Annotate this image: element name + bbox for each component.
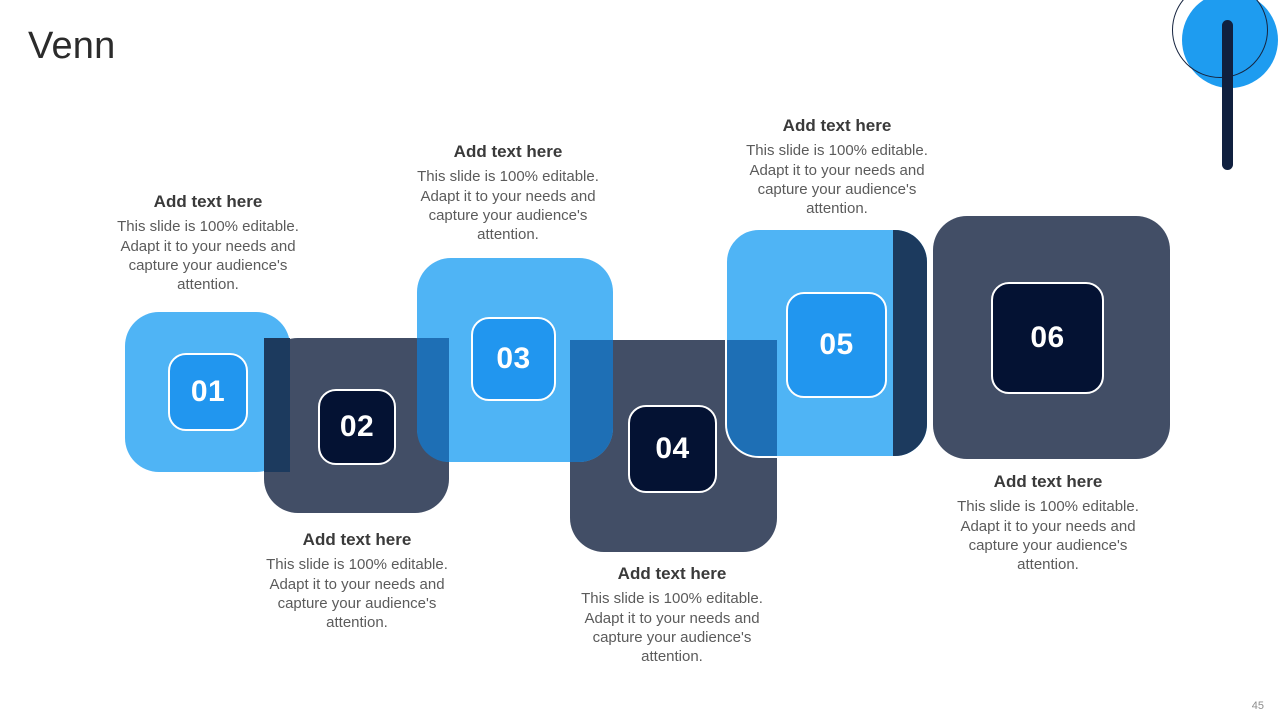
step-body-06: This slide is 100% editable. Adapt it to… — [957, 498, 1139, 573]
overlap-blend-02-03 — [417, 338, 449, 462]
step-badge-02[interactable]: 02 — [318, 389, 396, 465]
step-body-03: This slide is 100% editable. Adapt it to… — [417, 168, 599, 243]
step-heading-02: Add text here — [302, 530, 412, 549]
overlap-blend-01-02-corner — [264, 440, 290, 472]
corner-decoration — [1160, 0, 1280, 200]
step-body-01: This slide is 100% editable. Adapt it to… — [117, 218, 299, 293]
overlap-blend-03-04 — [570, 340, 613, 462]
step-badge-03[interactable]: 03 — [471, 317, 556, 401]
overlap-blend-04-05 — [727, 340, 777, 456]
step-heading-03: Add text here — [453, 142, 563, 161]
page-title: Venn — [28, 25, 116, 67]
step-text-01: Add text here This slide is 100% editabl… — [108, 192, 308, 294]
step-heading-06: Add text here — [993, 472, 1103, 491]
decoration-vertical-bar — [1222, 20, 1233, 170]
step-badge-06[interactable]: 06 — [991, 282, 1104, 394]
step-badge-01[interactable]: 01 — [168, 353, 248, 431]
step-text-03: Add text here This slide is 100% editabl… — [408, 142, 608, 244]
step-body-04: This slide is 100% editable. Adapt it to… — [581, 590, 763, 665]
step-text-04: Add text here This slide is 100% editabl… — [572, 564, 772, 666]
step-body-02: This slide is 100% editable. Adapt it to… — [266, 556, 448, 631]
step-badge-05[interactable]: 05 — [786, 292, 887, 398]
step-text-06: Add text here This slide is 100% editabl… — [948, 472, 1148, 574]
page-number: 45 — [1251, 700, 1264, 712]
step-heading-04: Add text here — [617, 564, 727, 583]
step-badge-04[interactable]: 04 — [628, 405, 717, 493]
step-heading-05: Add text here — [782, 116, 892, 135]
step-text-05: Add text here This slide is 100% editabl… — [737, 116, 937, 218]
step-text-02: Add text here This slide is 100% editabl… — [257, 530, 457, 632]
step-body-05: This slide is 100% editable. Adapt it to… — [746, 142, 928, 217]
overlap-blend-05-06 — [893, 230, 927, 456]
step-heading-01: Add text here — [153, 192, 263, 211]
